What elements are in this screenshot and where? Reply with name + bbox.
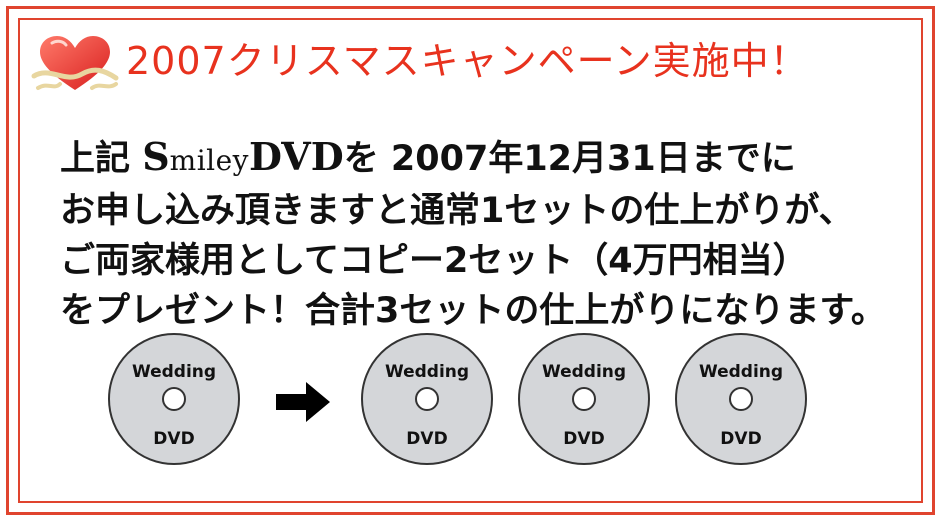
copy-dvd-disc-3: Wedding DVD xyxy=(675,333,807,465)
copy-dvd-disc-1: Wedding DVD xyxy=(361,333,493,465)
disc-hole xyxy=(729,387,753,411)
disc-top-label: Wedding xyxy=(698,362,784,382)
campaign-headline: 2007クリスマスキャンペーン実施中！ xyxy=(126,39,809,83)
brand-name-dvd: DVD xyxy=(249,134,344,179)
disc-bottom-label: DVD xyxy=(153,429,195,449)
original-dvd-disc: Wedding DVD xyxy=(108,333,240,465)
brand-name-rest: miley xyxy=(169,144,249,177)
disc-hole xyxy=(162,387,186,411)
arrow-right-icon xyxy=(276,382,330,422)
disc-bottom-label: DVD xyxy=(720,429,762,449)
body-line-4: をプレゼント！合計3セットの仕上がりになります。 xyxy=(60,291,886,331)
outer-border xyxy=(6,6,935,515)
disc-top-label: Wedding xyxy=(384,362,470,382)
copy-dvd-disc-2: Wedding DVD xyxy=(518,333,650,465)
disc-bottom-label: DVD xyxy=(406,429,448,449)
body-line-1-prefix: 上記 xyxy=(60,139,143,179)
brand-name-initial: S xyxy=(142,134,170,179)
disc-bottom-label: DVD xyxy=(563,429,605,449)
campaign-description: 上記 SmileyDVDを 2007年12月31日までに お申し込み頂きますと通… xyxy=(60,132,886,336)
disc-top-label: Wedding xyxy=(541,362,627,382)
disc-top-label: Wedding xyxy=(131,362,217,382)
body-line-2: お申し込み頂きますと通常1セットの仕上がりが、 xyxy=(60,191,854,231)
body-line-1-suffix: を 2007年12月31日までに xyxy=(343,139,796,179)
disc-hole xyxy=(415,387,439,411)
body-line-3: ご両家様用としてコピー2セット（4万円相当） xyxy=(60,241,808,281)
disc-hole xyxy=(572,387,596,411)
body-line-1: 上記 SmileyDVDを 2007年12月31日までに xyxy=(60,132,886,186)
inner-border xyxy=(18,18,923,503)
heart-ribbon-icon xyxy=(31,36,119,90)
